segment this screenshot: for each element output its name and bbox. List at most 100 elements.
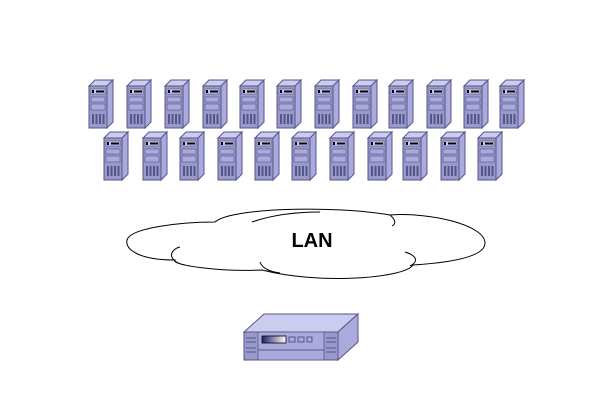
tower-server-icon xyxy=(238,78,266,130)
server-vent xyxy=(392,114,394,124)
server-bay xyxy=(219,148,235,155)
server-bay xyxy=(256,155,272,163)
server-bay xyxy=(90,103,106,111)
server-vent xyxy=(470,114,473,124)
server-bay xyxy=(465,96,481,103)
server-vent xyxy=(213,114,215,124)
tower-server-icon xyxy=(498,78,526,130)
server-vent xyxy=(283,114,286,124)
server-vent xyxy=(156,166,159,176)
server-slot xyxy=(448,142,456,145)
server-vent xyxy=(171,114,174,124)
server-side xyxy=(294,78,302,130)
server-vent xyxy=(318,114,320,124)
tower-server-icon xyxy=(125,78,153,130)
server-led xyxy=(146,142,148,145)
server-led xyxy=(406,142,408,145)
server-slot xyxy=(375,142,383,145)
server-vent xyxy=(395,114,398,124)
server-vent xyxy=(374,166,377,176)
server-slot xyxy=(337,142,345,145)
server-slot xyxy=(471,90,479,93)
server-vent xyxy=(328,114,331,124)
server-vent xyxy=(444,166,446,176)
server-side xyxy=(406,78,414,130)
server-vent xyxy=(137,114,139,124)
server-led xyxy=(481,142,483,145)
cloud-inner-curve xyxy=(251,211,321,223)
server-vent xyxy=(280,114,282,124)
server-vent xyxy=(153,166,155,176)
server-led xyxy=(168,90,170,93)
server-side xyxy=(517,78,525,130)
server-side xyxy=(235,130,243,182)
server-vent xyxy=(381,166,384,176)
tower-server-icon xyxy=(425,78,453,130)
server-vent xyxy=(366,114,369,124)
server-vent xyxy=(168,114,170,124)
server-vent xyxy=(363,114,365,124)
server-bay xyxy=(166,96,182,103)
server-vent xyxy=(295,166,297,176)
server-vent xyxy=(340,166,342,176)
server-side xyxy=(144,78,152,130)
server-vent xyxy=(477,114,480,124)
server-side xyxy=(106,78,114,130)
server-slot xyxy=(322,90,330,93)
server-vent xyxy=(467,114,469,124)
server-slot xyxy=(360,90,368,93)
server-vent xyxy=(440,114,443,124)
lan-label: LAN xyxy=(291,230,333,252)
tower-server-icon xyxy=(141,130,169,182)
server-led xyxy=(92,90,94,93)
server-vent xyxy=(228,166,230,176)
server-vent xyxy=(321,114,324,124)
server-vent xyxy=(250,114,252,124)
server-slot xyxy=(150,142,158,145)
server-vent xyxy=(209,114,212,124)
server-side xyxy=(182,78,190,130)
server-slot xyxy=(434,90,442,93)
server-vent xyxy=(447,166,450,176)
server-vent xyxy=(92,114,94,124)
server-bay xyxy=(479,148,495,155)
server-vent xyxy=(268,166,271,176)
server-slot xyxy=(225,142,233,145)
server-bay xyxy=(241,103,257,111)
server-side xyxy=(257,78,265,130)
server-bay xyxy=(204,96,220,103)
server-vent xyxy=(216,114,219,124)
server-vent xyxy=(114,166,116,176)
server-vent xyxy=(488,166,490,176)
server-vent xyxy=(325,114,327,124)
server-vent xyxy=(484,166,487,176)
tower-server-icon xyxy=(253,130,281,182)
server-vent xyxy=(406,166,408,176)
server-slot xyxy=(96,90,104,93)
server-vent xyxy=(451,166,453,176)
server-led xyxy=(221,142,223,145)
server-bay xyxy=(256,148,272,155)
server-vent xyxy=(433,114,436,124)
server-vent xyxy=(430,114,432,124)
storage-display xyxy=(261,335,287,344)
server-vent xyxy=(513,114,516,124)
tower-server-icon xyxy=(87,78,115,130)
storage-button xyxy=(297,336,305,343)
server-slot xyxy=(507,90,515,93)
tower-server-icon xyxy=(366,130,394,182)
server-vent xyxy=(146,166,148,176)
server-bay xyxy=(90,96,106,103)
server-vent xyxy=(183,166,185,176)
server-side xyxy=(481,78,489,130)
server-bay xyxy=(241,96,257,103)
server-group xyxy=(87,78,526,182)
server-led xyxy=(444,142,446,145)
server-bay xyxy=(204,103,220,111)
server-side xyxy=(444,78,452,130)
server-vent xyxy=(287,114,289,124)
server-bay xyxy=(428,103,444,111)
server-bay xyxy=(390,103,406,111)
server-vent xyxy=(107,166,109,176)
